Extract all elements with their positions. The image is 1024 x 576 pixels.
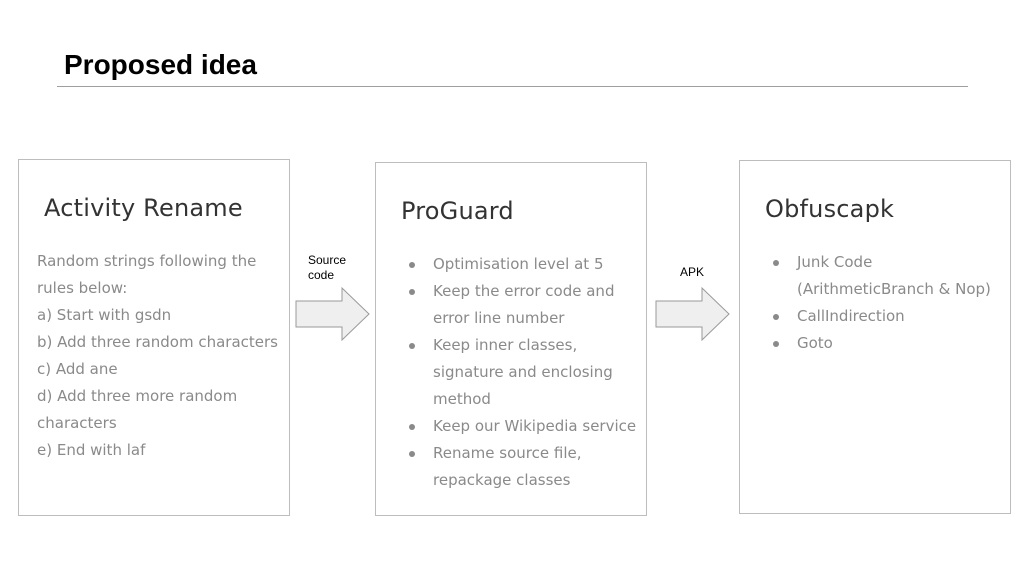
activity-rename-title: Activity Rename xyxy=(44,194,243,222)
list-item: Keep the error code and error line numbe… xyxy=(394,278,642,332)
activity-rename-line: e) End with laf xyxy=(37,441,146,459)
list-item: CallIndirection xyxy=(758,303,1010,330)
activity-rename-body: Random strings following the rules below… xyxy=(37,248,282,464)
list-item-text: Optimisation level at 5 xyxy=(433,255,604,273)
list-item: Rename source file, repackage classes xyxy=(394,440,642,494)
source-code-label-line: Source xyxy=(308,253,347,267)
list-item-text: Keep our Wikipedia service xyxy=(433,417,637,435)
obfuscapk-title: Obfuscapk xyxy=(765,195,895,223)
bullet-dot-icon xyxy=(409,262,415,268)
bullet-dot-icon xyxy=(409,424,415,430)
activity-rename-line: characters xyxy=(37,414,117,432)
right-arrow-icon xyxy=(295,287,370,341)
list-item: Keep our Wikipedia service xyxy=(394,413,642,440)
slide-title: Proposed idea xyxy=(64,49,257,80)
obfuscapk-box: Obfuscapk Junk Code (ArithmeticBranch & … xyxy=(739,160,1011,514)
list-item-text: Junk Code (ArithmeticBranch & Nop) xyxy=(797,253,991,298)
bullet-dot-icon xyxy=(409,451,415,457)
list-item-text: Rename source file, repackage classes xyxy=(433,444,582,489)
list-item: Junk Code (ArithmeticBranch & Nop) xyxy=(758,249,1010,303)
activity-rename-line: c) Add ane xyxy=(37,360,118,378)
list-item-text: CallIndirection xyxy=(797,307,905,325)
proguard-body: Optimisation level at 5 Keep the error c… xyxy=(394,251,642,494)
obfuscapk-body: Junk Code (ArithmeticBranch & Nop) CallI… xyxy=(758,249,1010,357)
activity-rename-line: b) Add three random characters xyxy=(37,333,278,351)
obfuscapk-bullet-list: Junk Code (ArithmeticBranch & Nop) CallI… xyxy=(758,249,1010,357)
apk-label: APK xyxy=(680,265,705,279)
activity-rename-line: a) Start with gsdn xyxy=(37,306,172,324)
list-item-text: Keep inner classes, signature and enclos… xyxy=(433,336,613,408)
activity-rename-line: rules below: xyxy=(37,279,128,297)
right-arrow-icon xyxy=(655,287,730,341)
list-item: Keep inner classes, signature and enclos… xyxy=(394,332,642,413)
list-item-text: Keep the error code and error line numbe… xyxy=(433,282,615,327)
bullet-dot-icon xyxy=(409,343,415,349)
activity-rename-box: Activity Rename Random strings following… xyxy=(18,159,290,516)
bullet-dot-icon xyxy=(773,260,779,266)
activity-rename-line: Random strings following the xyxy=(37,252,257,270)
bullet-dot-icon xyxy=(409,289,415,295)
list-item-text: Goto xyxy=(797,334,833,352)
bullet-dot-icon xyxy=(773,314,779,320)
activity-rename-line: d) Add three more random xyxy=(37,387,238,405)
proguard-title: ProGuard xyxy=(401,197,514,225)
list-item: Goto xyxy=(758,330,1010,357)
list-item: Optimisation level at 5 xyxy=(394,251,642,278)
source-code-label-line: code xyxy=(308,268,335,282)
proguard-bullet-list: Optimisation level at 5 Keep the error c… xyxy=(394,251,642,494)
bullet-dot-icon xyxy=(773,341,779,347)
source-code-label: Source code xyxy=(308,253,346,283)
proguard-box: ProGuard Optimisation level at 5 Keep th… xyxy=(375,162,647,516)
title-divider xyxy=(57,86,968,87)
